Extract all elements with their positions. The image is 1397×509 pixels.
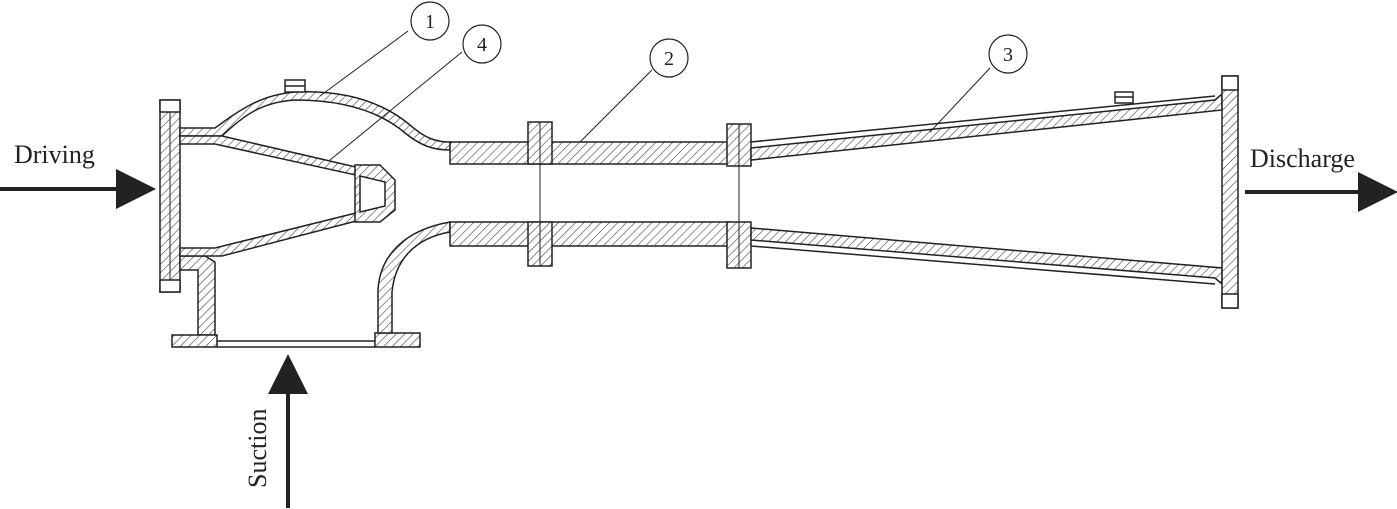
suction-label: Suction: [243, 409, 272, 488]
driving-arrow: Driving: [0, 140, 156, 209]
callout-3: 3: [929, 34, 1028, 133]
callout-2-label: 2: [664, 48, 674, 70]
nozzle: [179, 135, 396, 257]
callout-3-label: 3: [1003, 44, 1013, 66]
discharge-label: Discharge: [1250, 144, 1355, 173]
discharge-arrow: Discharge: [1245, 144, 1397, 212]
diffuser: [750, 91, 1223, 286]
callout-1-label: 1: [425, 11, 435, 33]
outlet-flange: [1221, 75, 1239, 309]
suction-arrow: Suction: [243, 354, 308, 508]
driving-label: Driving: [14, 140, 95, 169]
callout-2: 2: [579, 38, 689, 143]
suction-housing: [171, 79, 451, 348]
inlet-flange: [159, 99, 181, 293]
callout-4: 4: [329, 24, 502, 161]
mixing-tube: [449, 121, 752, 269]
callout-4-label: 4: [477, 34, 487, 56]
callout-1: 1: [319, 1, 450, 97]
